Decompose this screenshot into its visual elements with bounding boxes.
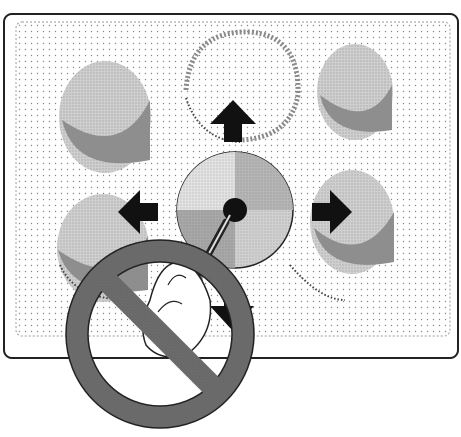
do-not-pry-disc-illustration xyxy=(0,0,461,437)
